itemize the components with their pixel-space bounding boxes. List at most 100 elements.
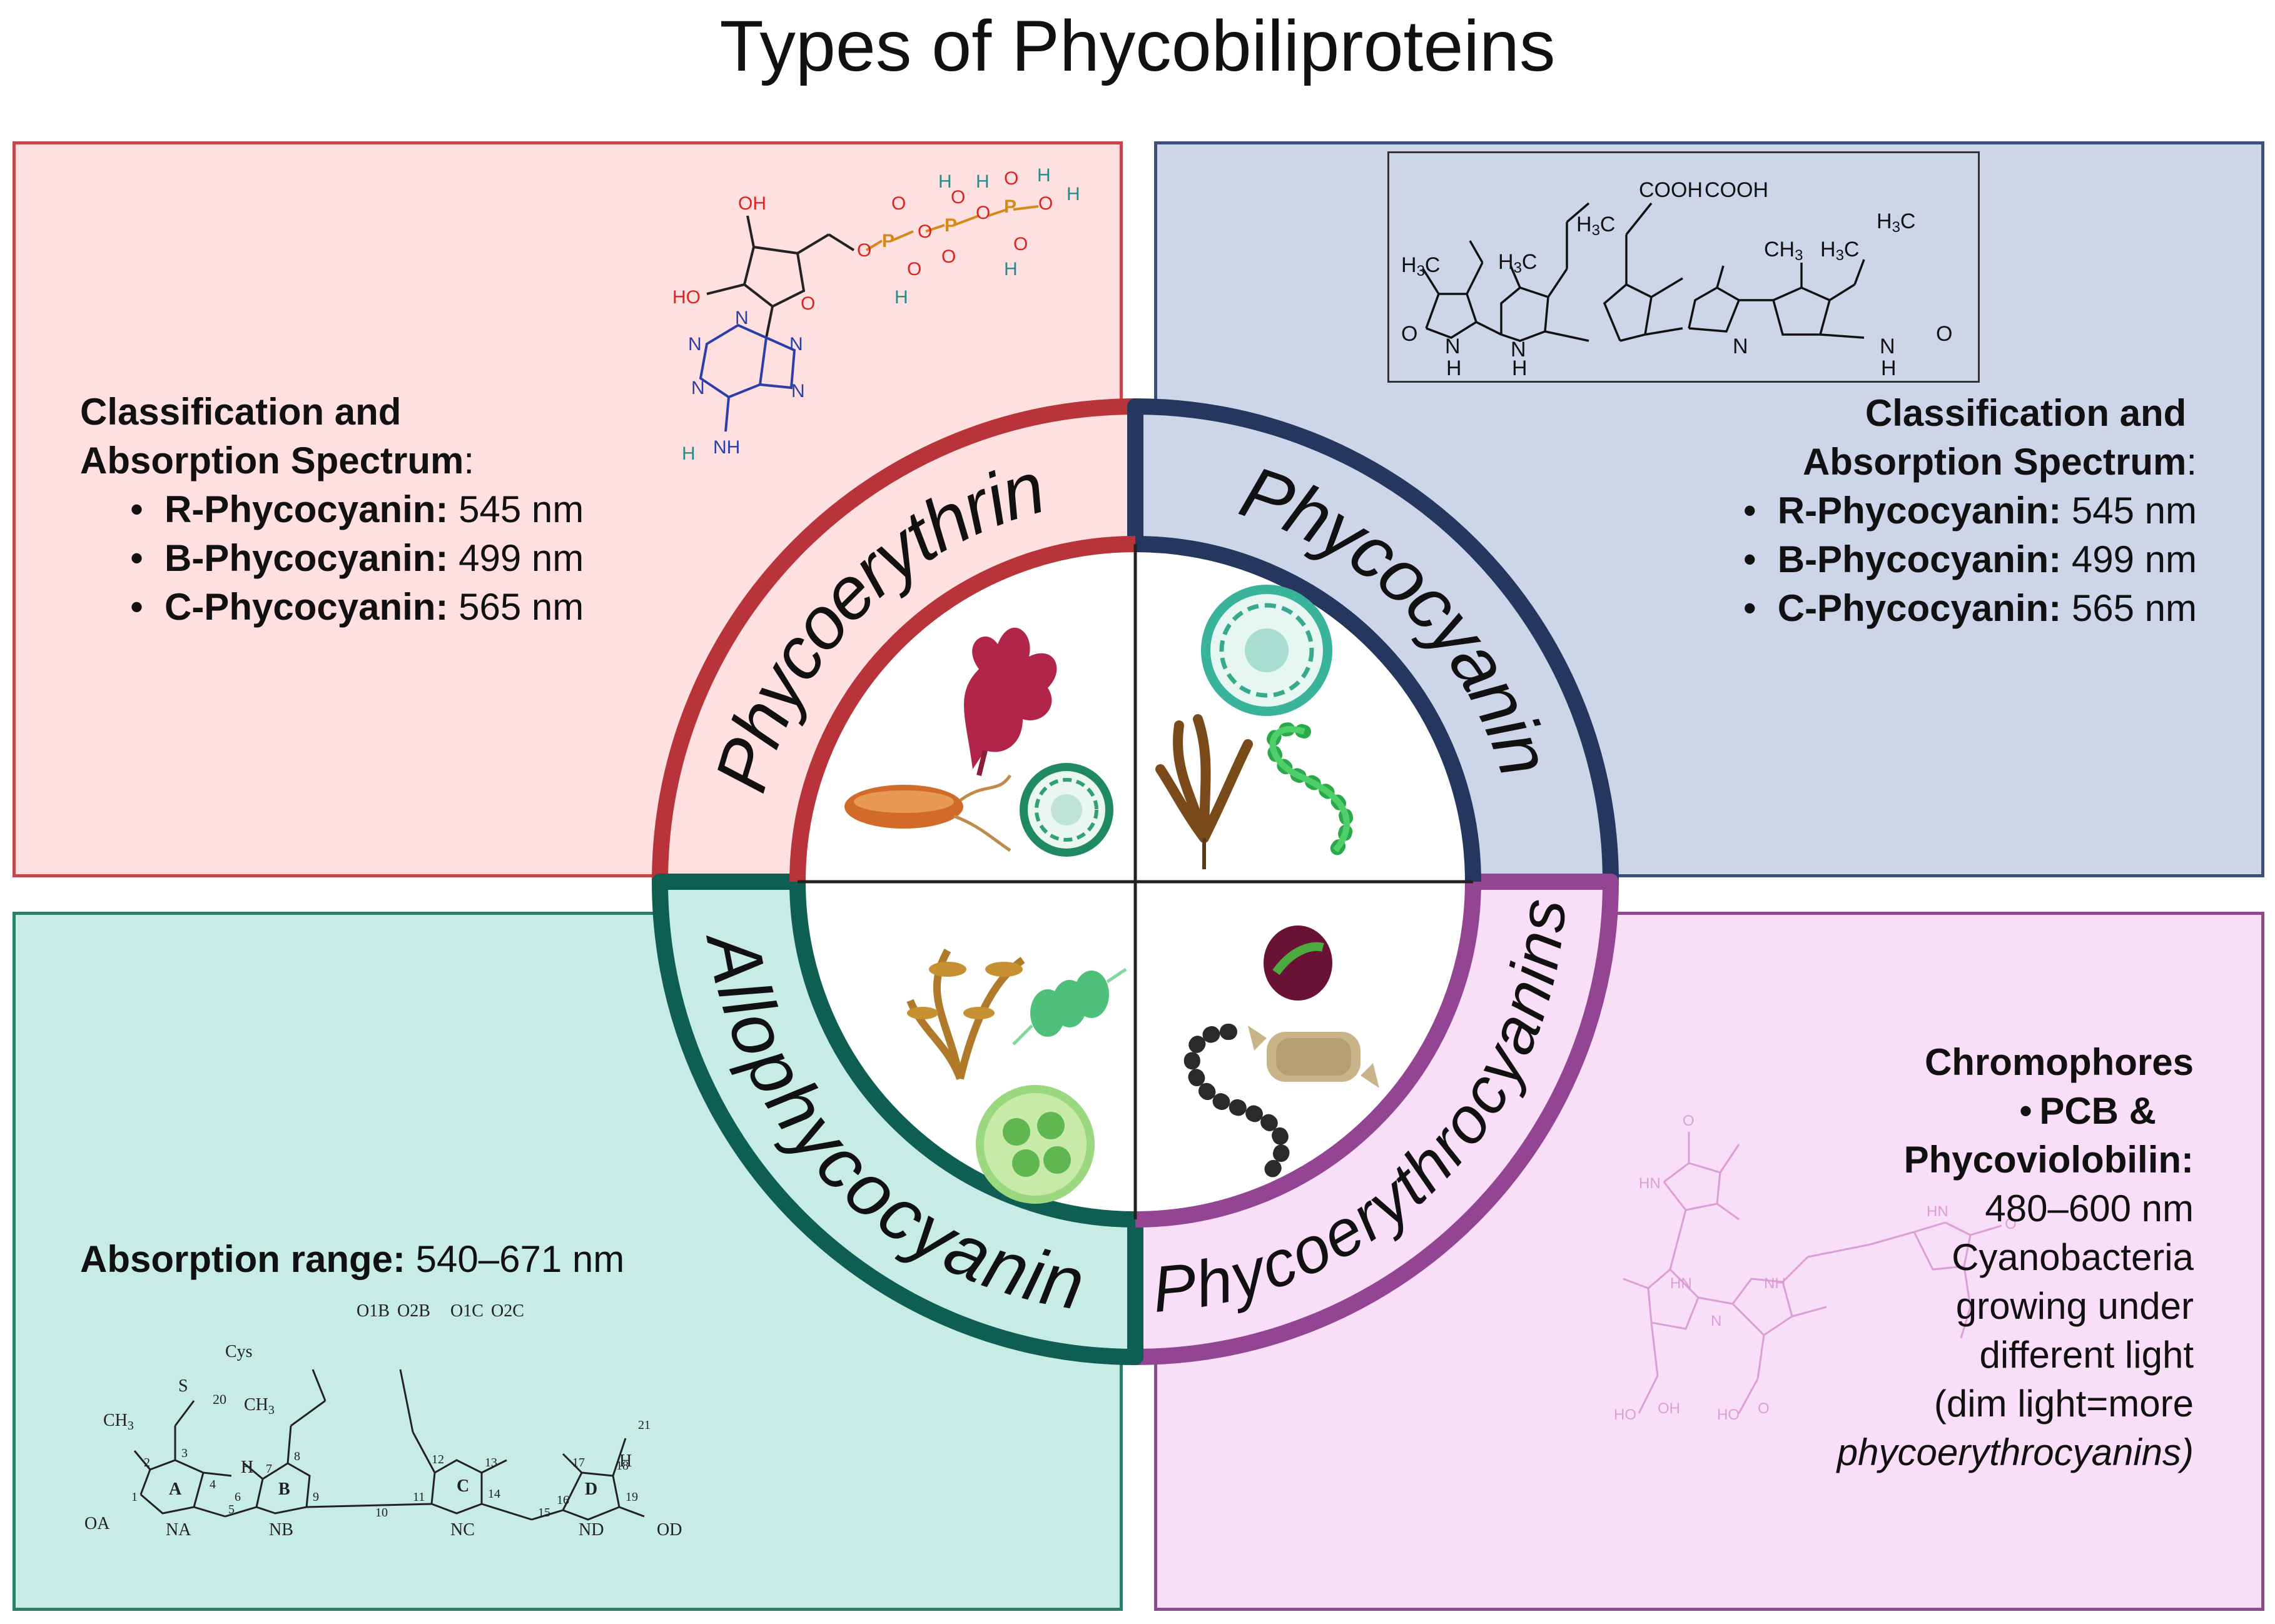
item-value: 499 nm <box>2071 538 2197 580</box>
svg-text:H: H <box>619 1451 632 1471</box>
svg-text:H3C: H3C <box>1877 209 1915 236</box>
heading-colon: : <box>2186 441 2197 483</box>
svg-text:NA: NA <box>166 1520 191 1540</box>
svg-text:OH: OH <box>1658 1400 1680 1417</box>
svg-text:H: H <box>894 287 908 308</box>
svg-text:NB: NB <box>269 1520 293 1540</box>
range-label: Absorption range: <box>80 1238 405 1280</box>
svg-text:N: N <box>688 334 702 355</box>
svg-text:O: O <box>907 259 921 280</box>
svg-text:H: H <box>1446 356 1462 380</box>
pcb-label: PCB & <box>2039 1090 2156 1132</box>
allophycocyanin-info: Absorption range: 540–671 nm <box>80 1235 624 1284</box>
cyanobacterium-cell-icon <box>1020 763 1113 857</box>
svg-text:HO: HO <box>672 287 701 308</box>
list-item: B-Phycocyanin: 499 nm <box>121 534 584 583</box>
atp-structure-icon: OH HO O O P O O H O P O O H O P O O H O … <box>672 165 1080 464</box>
item-label: C-Phycocyanin: <box>1777 587 2062 629</box>
svg-text:O: O <box>1013 234 1028 255</box>
phycoerythrocyanins-info: Chromophores •PCB & Phycoviolobilin: 480… <box>1837 1041 2194 1473</box>
desc-line: Cyanobacteria <box>1952 1236 2194 1278</box>
bilin-structure-frame <box>1387 151 1980 383</box>
svg-text:H: H <box>1881 356 1897 380</box>
svg-text:3: 3 <box>181 1446 188 1460</box>
svg-text:ND: ND <box>579 1520 604 1540</box>
info-heading: Absorption Spectrum <box>1802 441 2187 483</box>
pcb-label: Phycoviolobilin: <box>1903 1139 2194 1181</box>
phycoviolobilin-structure-icon: O HN HN NH N HN O HO OH HO O <box>1614 1112 2017 1423</box>
svg-text:B: B <box>278 1480 290 1499</box>
item-value: 545 nm <box>459 488 584 530</box>
svg-text:2: 2 <box>144 1456 150 1470</box>
svg-text:H: H <box>1004 259 1018 280</box>
svg-text:O1B: O1B <box>357 1301 390 1321</box>
svg-text:O1C: O1C <box>450 1301 484 1321</box>
svg-text:O: O <box>941 246 956 267</box>
svg-text:O: O <box>2005 1216 2017 1233</box>
svg-text:O: O <box>891 193 906 214</box>
svg-text:H3C: H3C <box>1498 250 1537 276</box>
item-label: B-Phycocyanin: <box>165 537 448 579</box>
svg-text:21: 21 <box>638 1418 651 1432</box>
svg-text:O: O <box>951 187 965 208</box>
svg-text:NH: NH <box>713 437 740 458</box>
svg-text:N: N <box>791 381 805 401</box>
svg-text:COOH: COOH <box>1705 178 1768 202</box>
filament-segment-icon <box>1012 967 1127 1046</box>
phycocyanin-info: Classification and Absorption Spectrum: … <box>1678 389 2197 633</box>
diatom-icon <box>1248 1026 1379 1088</box>
svg-text:NH: NH <box>1764 1275 1786 1292</box>
heading-colon: : <box>464 440 475 482</box>
svg-text:H3C: H3C <box>1820 238 1859 264</box>
svg-text:15: 15 <box>538 1506 550 1520</box>
svg-text:Cys: Cys <box>225 1342 253 1361</box>
svg-text:P: P <box>945 215 957 236</box>
list-item: R-Phycocyanin: 545 nm <box>121 485 584 534</box>
phycoerythrin-info: Classification and Absorption Spectrum: … <box>80 388 584 632</box>
svg-text:N: N <box>1445 335 1461 358</box>
info-heading: Classification and <box>1865 392 2187 434</box>
item-label: R-Phycocyanin: <box>1777 490 2062 532</box>
svg-text:O: O <box>976 203 990 223</box>
svg-text:7: 7 <box>266 1462 272 1476</box>
purple-cell-icon <box>1264 925 1332 1001</box>
svg-text:O: O <box>857 240 871 261</box>
svg-text:5: 5 <box>228 1503 235 1516</box>
bilin-structure-icon: COOH COOH H3C H3C H3C CH3 H3C H3C O O N … <box>1401 178 1952 380</box>
svg-text:O: O <box>1936 322 1952 346</box>
svg-text:6: 6 <box>235 1490 241 1504</box>
svg-text:H3C: H3C <box>1576 213 1615 239</box>
svg-text:O: O <box>1758 1400 1770 1417</box>
svg-text:P: P <box>1004 196 1016 217</box>
svg-text:O: O <box>801 293 815 314</box>
svg-text:N: N <box>1511 338 1526 361</box>
bacterium-icon <box>844 774 1012 852</box>
svg-text:H: H <box>938 171 952 192</box>
svg-text:H: H <box>1037 165 1051 186</box>
svg-text:CH3: CH3 <box>103 1411 134 1433</box>
svg-text:N: N <box>1880 335 1895 358</box>
absorption-list: R-Phycocyanin: 545 nm B-Phycocyanin: 499… <box>1734 487 2197 633</box>
svg-text:O: O <box>1683 1112 1695 1129</box>
svg-text:14: 14 <box>488 1487 500 1501</box>
list-item: B-Phycocyanin: 499 nm <box>1734 535 2197 584</box>
svg-text:9: 9 <box>313 1490 319 1504</box>
desc-line: (dim light=more <box>1933 1383 2194 1425</box>
green-algae-cell-icon <box>976 1085 1095 1204</box>
info-heading: Classification and <box>80 391 402 433</box>
svg-text:HN: HN <box>1639 1175 1661 1192</box>
item-label: B-Phycocyanin: <box>1777 538 2062 580</box>
svg-text:20: 20 <box>213 1391 226 1407</box>
svg-text:N: N <box>1711 1313 1721 1329</box>
svg-text:12: 12 <box>432 1453 444 1466</box>
svg-text:O: O <box>918 221 932 242</box>
item-value: 565 nm <box>2071 587 2197 629</box>
svg-text:4: 4 <box>210 1478 216 1491</box>
svg-text:11: 11 <box>413 1490 425 1504</box>
svg-text:D: D <box>585 1480 597 1499</box>
svg-text:N: N <box>735 308 749 328</box>
item-value: 545 nm <box>2071 490 2197 532</box>
svg-text:OD: OD <box>657 1520 682 1540</box>
spirulina-chain-icon <box>1265 722 1354 857</box>
item-value: 499 nm <box>459 537 584 579</box>
